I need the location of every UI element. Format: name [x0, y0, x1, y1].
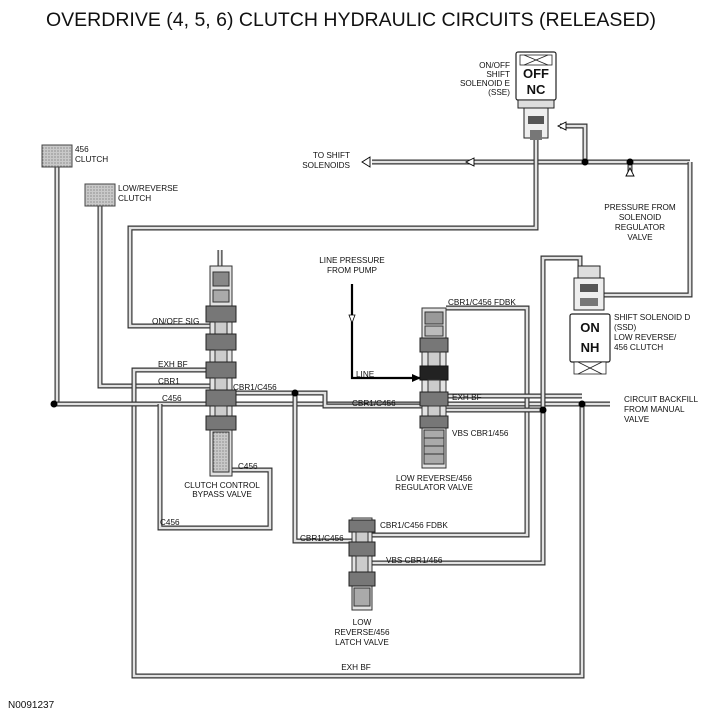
clutch-low-reverse-label: CLUTCH — [118, 194, 151, 203]
junction-dot — [50, 400, 58, 408]
circuit-label: CBR1/C456 — [233, 383, 277, 392]
channel-outline — [97, 206, 210, 389]
clutch-456-block — [41, 144, 73, 168]
note-pressure-from-regulator: REGULATOR — [615, 223, 665, 232]
ssd-state-on: ON — [580, 320, 600, 335]
sse-label: SOLENOID E — [460, 79, 511, 88]
clutch-456-label: CLUTCH — [75, 155, 108, 164]
channel-fill — [232, 391, 422, 408]
channel-fill — [98, 206, 210, 388]
circuit-label: LINE — [356, 370, 375, 379]
arrow-left-icon — [464, 157, 475, 167]
channel-fill — [560, 124, 587, 162]
latch-valve-label: LOW — [353, 618, 372, 627]
note-pressure-from-regulator: VALVE — [627, 233, 653, 242]
channel-fill — [541, 256, 582, 410]
regulator-valve-label: LOW REVERSE/456 — [396, 474, 472, 483]
bypass-valve-label: BYPASS VALVE — [192, 490, 252, 499]
circuit-label: CBR1/C456 FDBK — [380, 521, 448, 530]
arrow-left-icon — [556, 121, 567, 131]
arrow-right-icon — [412, 374, 421, 382]
sse-label: (SSE) — [488, 88, 510, 97]
channel-outline — [560, 123, 588, 162]
regulator-valve — [419, 307, 449, 469]
line-pressure-path — [348, 284, 421, 382]
channel-fill — [158, 404, 272, 530]
circuit-label: CBR1/C456 — [352, 399, 396, 408]
solenoid-sse: OFF NC — [515, 51, 557, 140]
channel-fill — [132, 368, 584, 678]
arrow-up-icon — [625, 166, 635, 177]
ssd-label: (SSD) — [614, 323, 637, 332]
arrow-left-icon — [361, 156, 371, 168]
clutch-control-bypass-valve — [205, 265, 237, 477]
note-circuit-backfill: CIRCUIT BACKFILL — [624, 395, 698, 404]
circuit-label: EXH BF — [452, 393, 482, 402]
note-pressure-from-regulator: PRESSURE FROM — [604, 203, 676, 212]
bypass-valve-label: CLUTCH CONTROL — [184, 481, 260, 490]
diagram-title: OVERDRIVE (4, 5, 6) CLUTCH HYDRAULIC CIR… — [46, 9, 656, 31]
clutch-low-reverse-block — [84, 183, 116, 207]
circuit-label: VBS CBR1/456 — [452, 429, 509, 438]
junction-dot — [578, 400, 586, 408]
circuit-label: EXH BF — [158, 360, 188, 369]
circuit-label: C456 — [162, 394, 182, 403]
ssd-label: 456 CLUTCH — [614, 343, 663, 352]
junction-dot — [291, 389, 299, 397]
figure-id: N0091237 — [8, 700, 55, 711]
ssd-label: LOW REVERSE/ — [614, 333, 677, 342]
regulator-valve-label: REGULATOR VALVE — [395, 483, 473, 492]
channel-outline — [372, 305, 530, 538]
note-pressure-from-regulator: SOLENOID — [619, 213, 661, 222]
sse-state-nc: NC — [527, 82, 546, 97]
channel-fill — [128, 140, 538, 328]
flow-arrow-icon — [348, 314, 356, 325]
note-circuit-backfill: VALVE — [624, 415, 650, 424]
circuit-label: CBR1/C456 — [300, 534, 344, 543]
hydraulic-channels — [54, 123, 693, 679]
latch-valve-label: LATCH VALVE — [335, 638, 389, 647]
note-to-shift-solenoids: TO SHIFT — [313, 151, 350, 160]
note-circuit-backfill: FROM MANUAL — [624, 405, 685, 414]
ssd-state-nh: NH — [581, 340, 600, 355]
channel-fill — [372, 306, 529, 537]
sse-label: SHIFT — [486, 70, 510, 79]
note-line-pressure: LINE PRESSURE — [319, 256, 385, 265]
circuit-label: CBR1 — [158, 377, 180, 386]
sse-label: ON/OFF — [479, 61, 510, 70]
solenoid-ssd: ON NH — [569, 265, 611, 375]
channel-fill — [293, 393, 352, 543]
circuit-label: CBR1/C456 FDBK — [448, 298, 516, 307]
note-line-pressure: FROM PUMP — [327, 266, 378, 275]
junction-dot — [539, 406, 547, 414]
latch-valve-label: REVERSE/456 — [334, 628, 390, 637]
circuit-label: VBS CBR1/456 — [386, 556, 443, 565]
sse-state-off: OFF — [523, 66, 549, 81]
junction-dot — [581, 158, 589, 166]
circuit-label: C456 — [160, 518, 180, 527]
circuit-label: C456 — [238, 462, 258, 471]
clutch-low-reverse-label: LOW/REVERSE — [118, 184, 179, 193]
junction-dot — [626, 158, 634, 166]
circuit-label: EXH BF — [341, 663, 371, 672]
note-to-shift-solenoids: SOLENOIDS — [302, 161, 350, 170]
junction-dots — [50, 158, 634, 414]
circuit-label: ON/OFF SIG — [152, 317, 199, 326]
clutch-456-label: 456 — [75, 145, 89, 154]
latch-valve — [348, 517, 376, 611]
ssd-label: SHIFT SOLENOID D — [614, 313, 690, 322]
channel-fill — [372, 410, 545, 565]
channel-outline — [292, 393, 352, 544]
channel-fill — [596, 162, 692, 297]
